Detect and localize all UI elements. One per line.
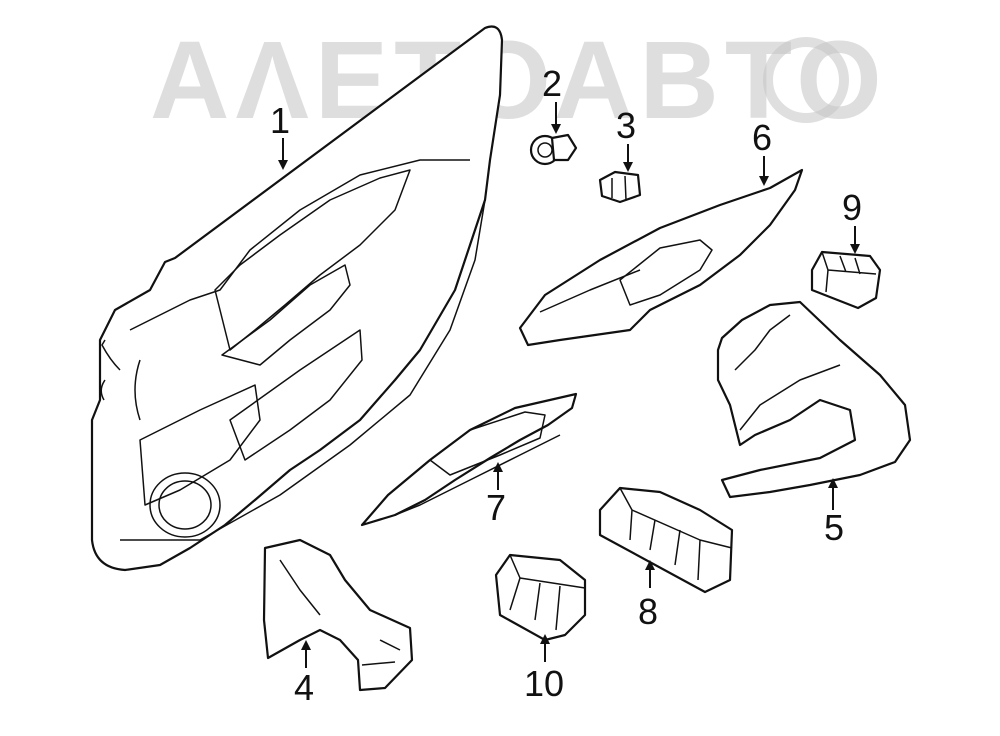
callout-4: 4 bbox=[294, 667, 314, 708]
callout-6: 6 bbox=[752, 117, 772, 158]
part-9-switch: 9 bbox=[810, 187, 882, 310]
part-6-armrest-finisher: 6 bbox=[518, 117, 804, 347]
callout-10: 10 bbox=[524, 663, 564, 704]
callout-1: 1 bbox=[270, 100, 290, 141]
callout-2: 2 bbox=[542, 63, 562, 104]
part-8-main-switch: 8 bbox=[598, 486, 734, 632]
part-3-clip: 3 bbox=[598, 105, 642, 204]
part-4-bracket: 4 bbox=[262, 538, 414, 708]
callout-7: 7 bbox=[486, 487, 506, 528]
part-5-armrest: 5 bbox=[716, 300, 912, 548]
callout-5: 5 bbox=[824, 507, 844, 548]
callout-9: 9 bbox=[842, 187, 862, 228]
watermark-logo: ΑΛΕΤΟΑΒΤΟ bbox=[150, 19, 888, 142]
callout-8: 8 bbox=[638, 591, 658, 632]
part-7-finisher: 7 bbox=[360, 392, 578, 528]
callout-3: 3 bbox=[616, 105, 636, 146]
part-2-clip: 2 bbox=[529, 63, 578, 166]
part-1-door-trim-panel: 1 bbox=[90, 25, 504, 572]
part-10-switch: 10 bbox=[494, 553, 587, 704]
watermark-text: ΑΛΕΤΟΑΒΤΟ bbox=[150, 19, 888, 142]
